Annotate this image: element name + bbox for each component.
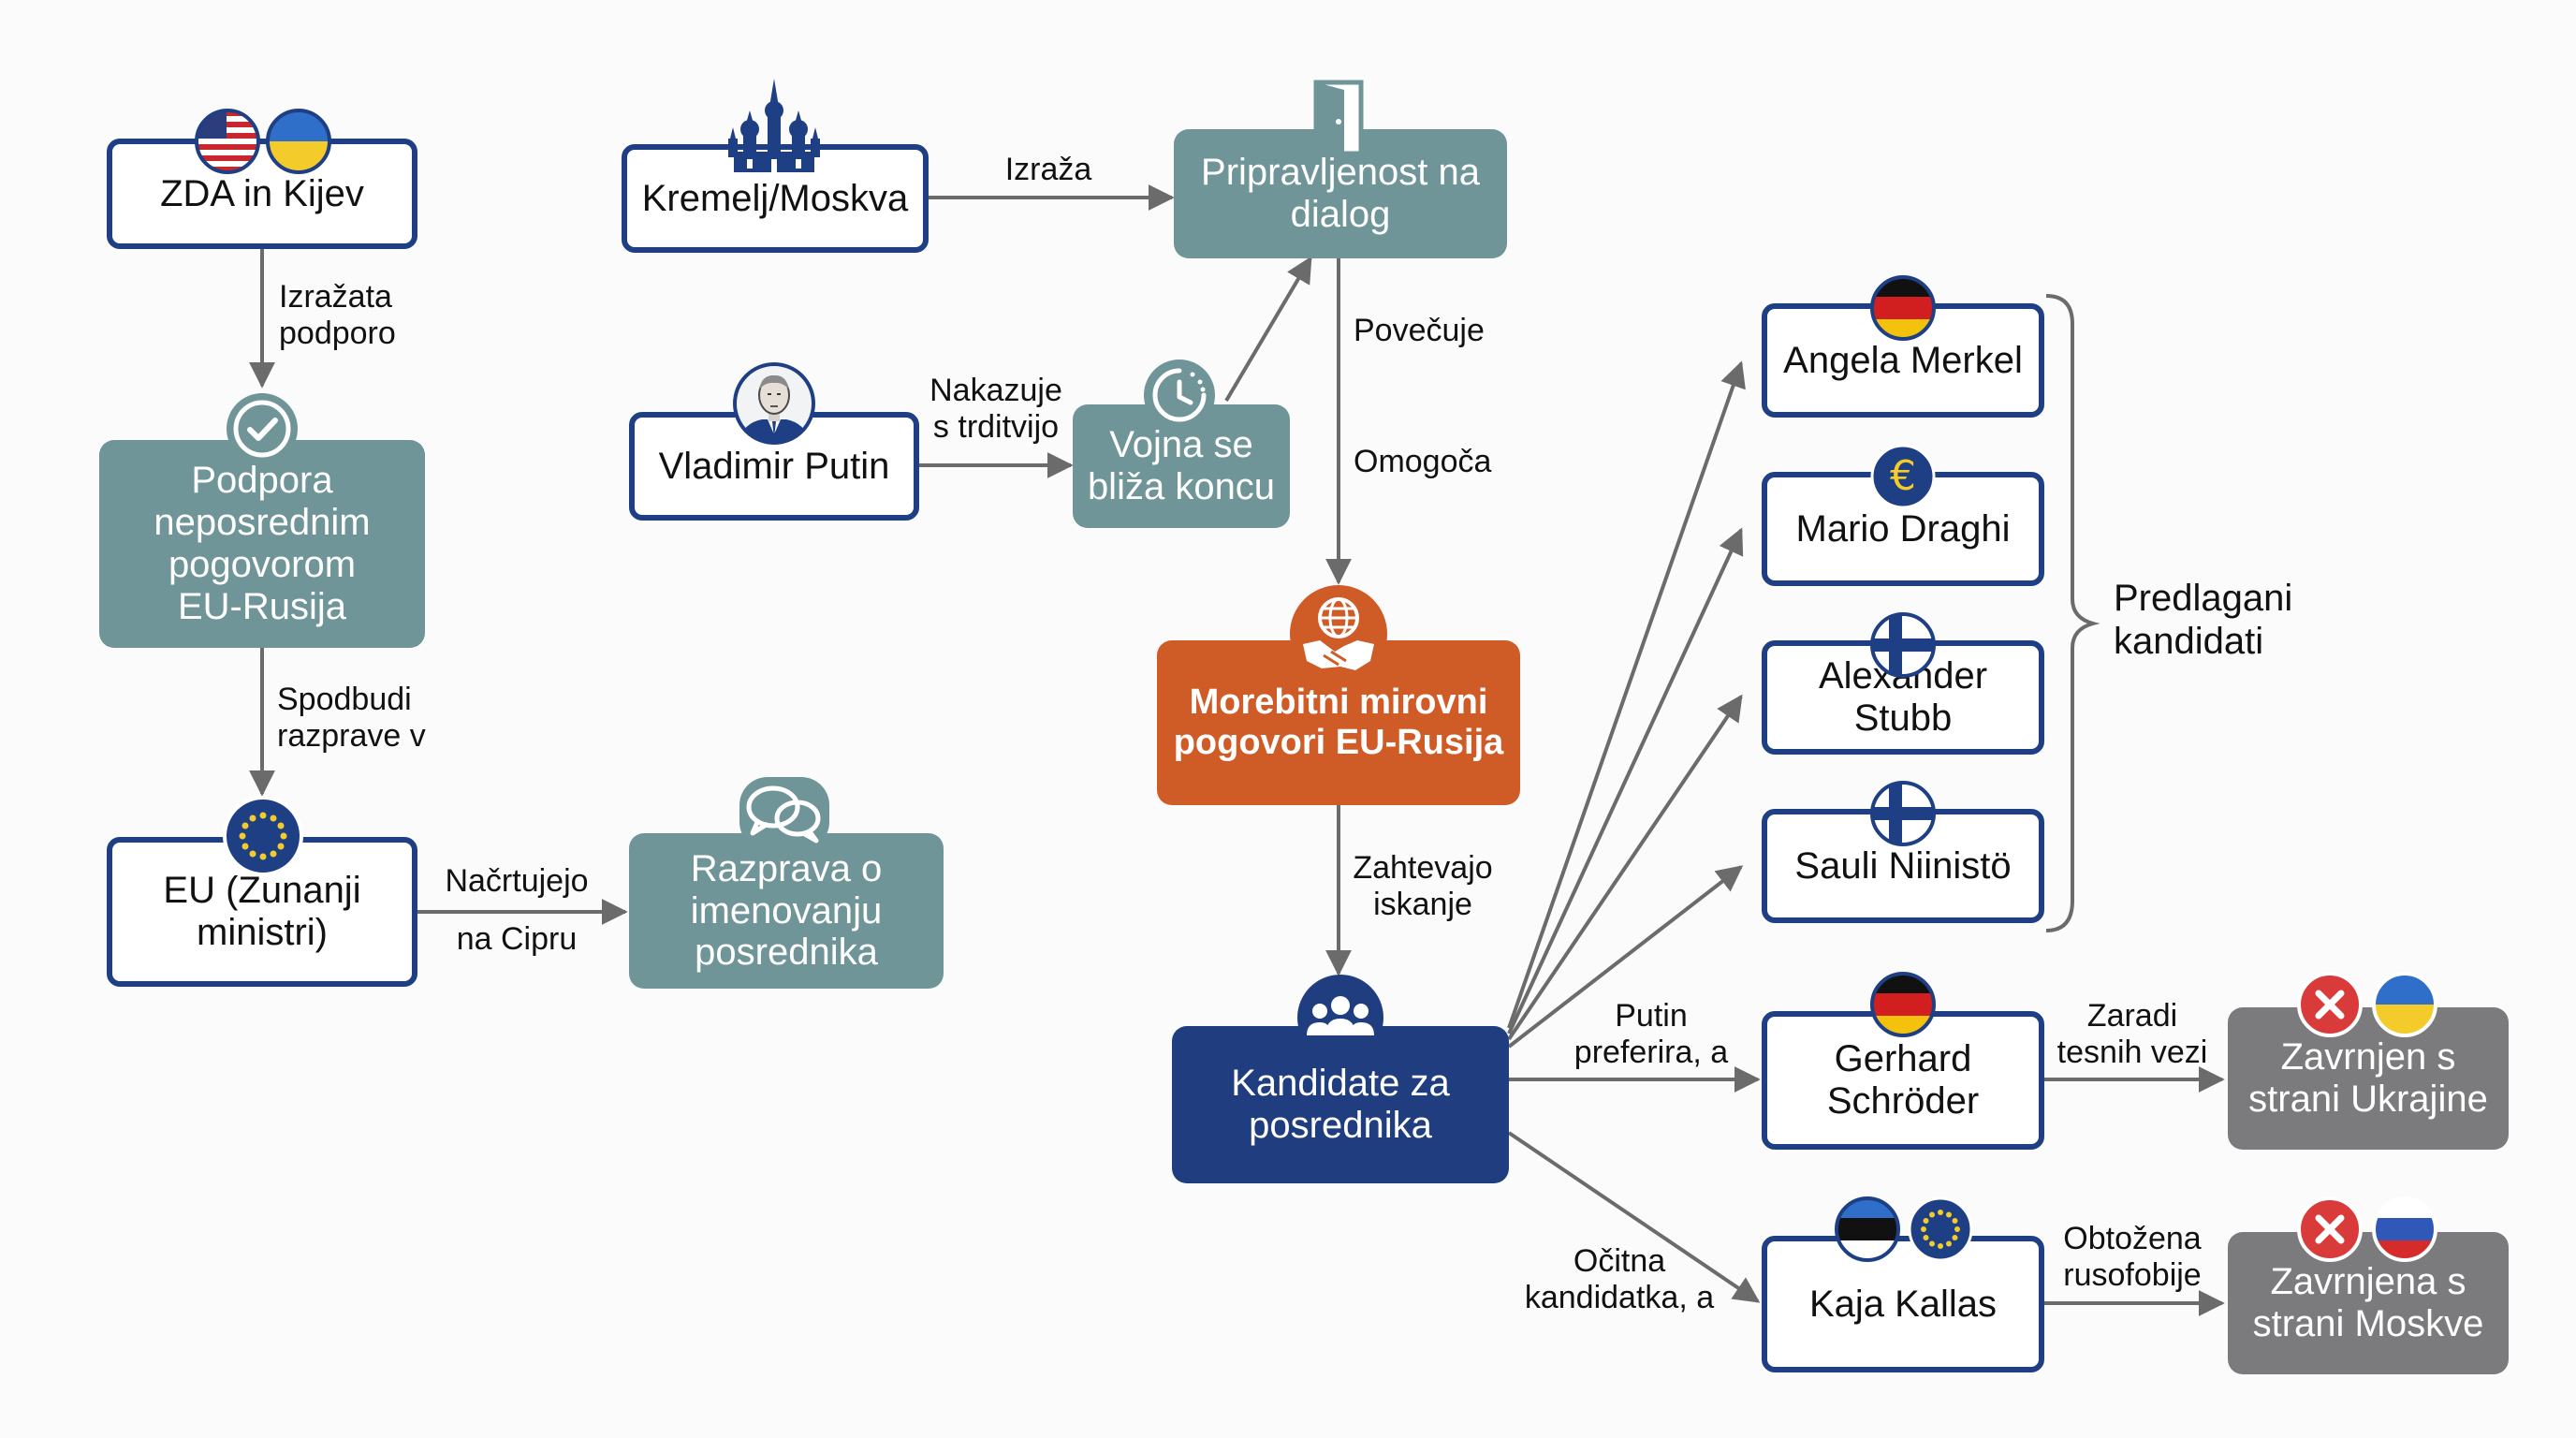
edge-label-zahtevajo: Zahtevajo iskanje [1353, 850, 1493, 923]
node-schroder: Gerhard Schröder [1762, 1011, 2044, 1150]
reject-x-icon [2297, 972, 2363, 1037]
node-vojna-label: Vojna se bliža koncu [1087, 424, 1276, 507]
node-zavrnjena-moskva-label: Zavrnjena s strani Moskve [2252, 1261, 2484, 1344]
node-niinisto-label: Sauli Niinistö [1794, 844, 2012, 887]
node-zavrnjen-ukrajina: Zavrnjen s strani Ukrajine [2228, 1007, 2509, 1150]
edge-kandidate-draghi [1507, 527, 1744, 1034]
edge-label-nakazuje: Nakazuje s trditvijo [929, 373, 1062, 446]
node-razprava: Razprava o imenovanju posrednika [629, 833, 944, 989]
node-putin-label: Vladimir Putin [658, 445, 890, 487]
edge-label-ocitna: Očitna kandidatka, a [1524, 1243, 1715, 1316]
euro-icon: € [1870, 444, 1936, 509]
edge-label-nacrtujejo: Načrtujejo [445, 863, 589, 899]
node-mirovni: Morebitni mirovni pogovori EU-Rusija [1157, 640, 1520, 805]
svg-text:€: € [1890, 452, 1916, 500]
edge-label-omogoca: Omogoča [1354, 444, 1492, 479]
finland-flag-icon [1870, 781, 1936, 846]
chat-bubbles-icon [739, 777, 829, 850]
ukraine-flag-icon [266, 109, 331, 174]
estonia-flag-icon [1835, 1196, 1900, 1262]
node-mirovni-label: Morebitni mirovni pogovori EU-Rusija [1173, 682, 1504, 762]
node-kandidate-label: Kandidate za posrednika [1231, 1063, 1450, 1146]
usa-flag-icon [195, 109, 260, 174]
node-podpora-label: Podpora neposrednim pogovorom EU-Rusija [154, 460, 371, 627]
node-kallas-label: Kaja Kallas [1808, 1283, 1998, 1325]
predlagani-kandidati-label: Predlagani kandidati [2114, 578, 2293, 662]
globe-handshake-icon [1290, 585, 1387, 682]
node-zda-kijev-label: ZDA in Kijev [160, 172, 364, 214]
node-eu-ministri-label: EU (Zunanji ministri) [163, 870, 361, 953]
node-niinisto: Sauli Niinistö [1762, 809, 2044, 923]
ukraine-flag-icon [2372, 972, 2437, 1037]
eu-flag-icon [1908, 1196, 1973, 1262]
candidates-brace [2045, 294, 2100, 932]
edge-label-zaradi: Zaradi tesnih vezi [2056, 998, 2208, 1071]
edge-kandidate-merkel [1507, 360, 1746, 1029]
putin-portrait-icon [733, 362, 815, 445]
edge-label-izrazata: Izražata podporo [279, 279, 396, 352]
edge-kandidate-niinisto [1507, 865, 1744, 1049]
node-draghi-label: Mario Draghi [1795, 507, 2011, 550]
node-pripravljenost-label: Pripravljenost na dialog [1201, 152, 1480, 235]
people-group-icon [1297, 975, 1383, 1061]
kremlin-icon [728, 79, 820, 172]
edge-vojna-pripravljenost [1224, 256, 1312, 403]
edge-label-na-cipru: na Cipru [456, 921, 578, 957]
edge-label-povecuje: Povečuje [1354, 313, 1485, 348]
finland-flag-icon [1870, 612, 1936, 678]
germany-flag-icon [1870, 275, 1936, 341]
check-icon [227, 393, 298, 464]
node-schroder-label: Gerhard Schröder [1826, 1038, 1980, 1122]
edge-label-obtozena: Obtožena rusofobije [2063, 1221, 2202, 1294]
node-razprava-label: Razprava o imenovanju posrednika [690, 847, 883, 974]
reject-x-icon [2297, 1196, 2363, 1262]
clock-icon [1144, 360, 1215, 431]
edge-kandidate-kallas [1507, 1131, 1761, 1303]
russia-flag-icon [2372, 1196, 2437, 1262]
edge-label-spodbudi: Spodbudi razprave v [277, 682, 426, 755]
node-zda-kijev: ZDA in Kijev [107, 139, 417, 249]
node-podpora: Podpora neposrednim pogovorom EU-Rusija [99, 440, 425, 648]
edge-label-putin-preferira: Putin preferira, a [1573, 998, 1729, 1071]
node-kallas: Kaja Kallas [1762, 1236, 2044, 1372]
node-zavrnjen-ukrajina-label: Zavrnjen s strani Ukrajine [2248, 1036, 2488, 1120]
germany-flag-icon [1870, 972, 1936, 1037]
eu-flag-icon [223, 796, 303, 876]
node-merkel-label: Angela Merkel [1783, 339, 2023, 381]
node-zavrnjena-moskva: Zavrnjena s strani Moskve [2228, 1232, 2509, 1374]
door-icon [1307, 80, 1370, 155]
edge-kandidate-stubb [1507, 694, 1743, 1041]
node-stubb: Alexander Stubb [1762, 640, 2044, 755]
node-kremelj-label: Kremelj/Moskva [641, 177, 909, 219]
edge-label-izraza: Izraža [1004, 152, 1092, 187]
